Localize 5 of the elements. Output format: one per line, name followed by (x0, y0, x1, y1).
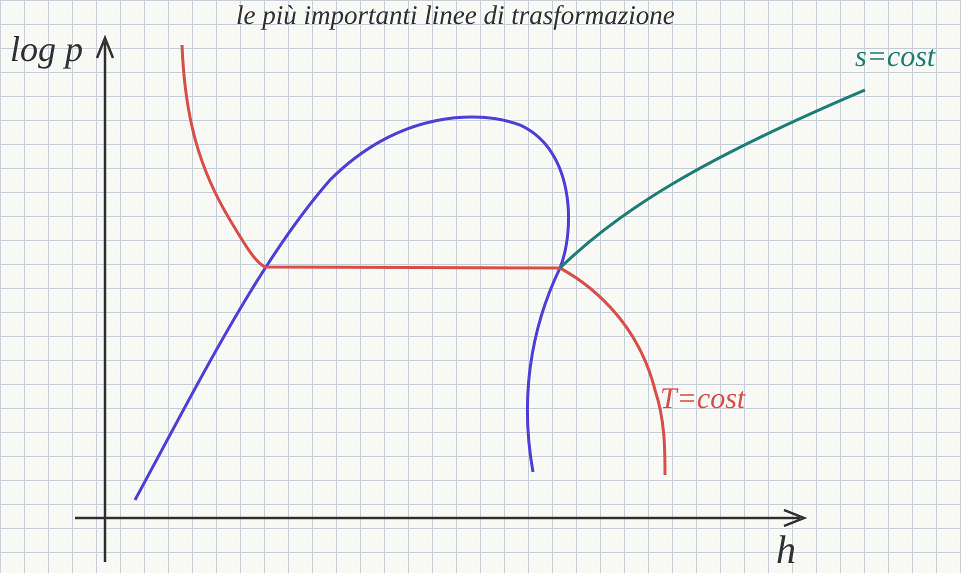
axis-label: h (776, 526, 796, 573)
curve-label: T=cost (660, 382, 746, 416)
title: le più importanti linee di trasformazione (236, 0, 675, 31)
axis-label: log p (10, 28, 84, 70)
curve-label: s=cost (855, 40, 936, 74)
